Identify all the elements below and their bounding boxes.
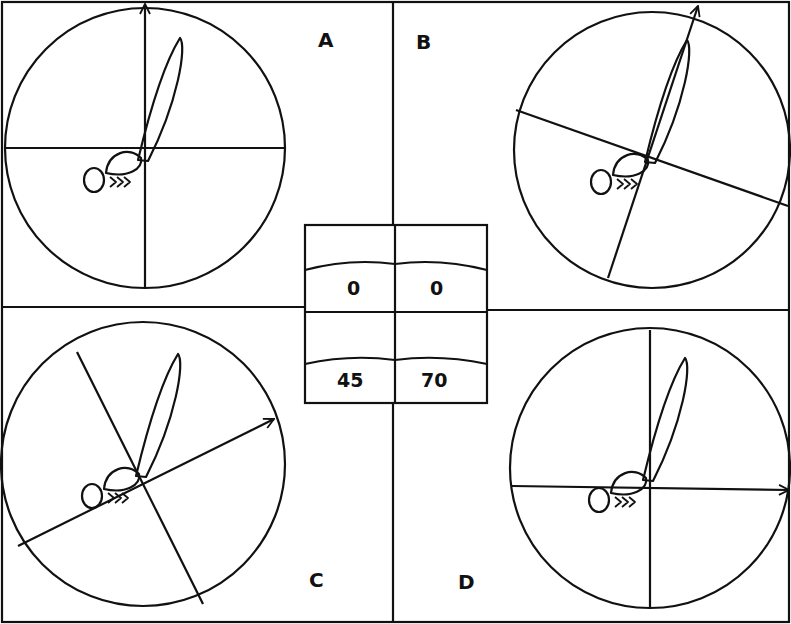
table-rule xyxy=(394,225,396,403)
mosquito xyxy=(82,354,180,508)
table-cell: 70 xyxy=(421,371,447,390)
mosquito xyxy=(84,38,182,192)
divider xyxy=(392,2,394,225)
table-cell: 0 xyxy=(430,279,443,298)
mosquito xyxy=(589,358,687,512)
mosquito xyxy=(591,40,689,194)
divider xyxy=(392,403,394,622)
table-rule xyxy=(305,311,487,313)
arena-circle xyxy=(510,328,790,608)
panel-letter: D xyxy=(458,572,475,592)
axis-arrow xyxy=(512,486,789,490)
dish-curve xyxy=(305,358,487,364)
divider xyxy=(487,309,789,311)
divider xyxy=(2,306,305,308)
axis xyxy=(77,352,203,604)
axis-arrow xyxy=(608,6,698,278)
table-cell: 45 xyxy=(337,371,363,390)
arena-circle xyxy=(514,12,790,288)
arena-circle xyxy=(1,322,285,606)
table-cell: 0 xyxy=(347,279,360,298)
axis xyxy=(516,110,788,206)
axis xyxy=(5,147,285,149)
table-box xyxy=(305,225,487,403)
axis-arrow xyxy=(144,4,146,287)
axis xyxy=(649,330,651,608)
panel-letter: C xyxy=(309,570,324,590)
panel-letter: A xyxy=(318,30,333,50)
panel-letter: B xyxy=(416,32,431,52)
dish-curve xyxy=(305,262,487,270)
